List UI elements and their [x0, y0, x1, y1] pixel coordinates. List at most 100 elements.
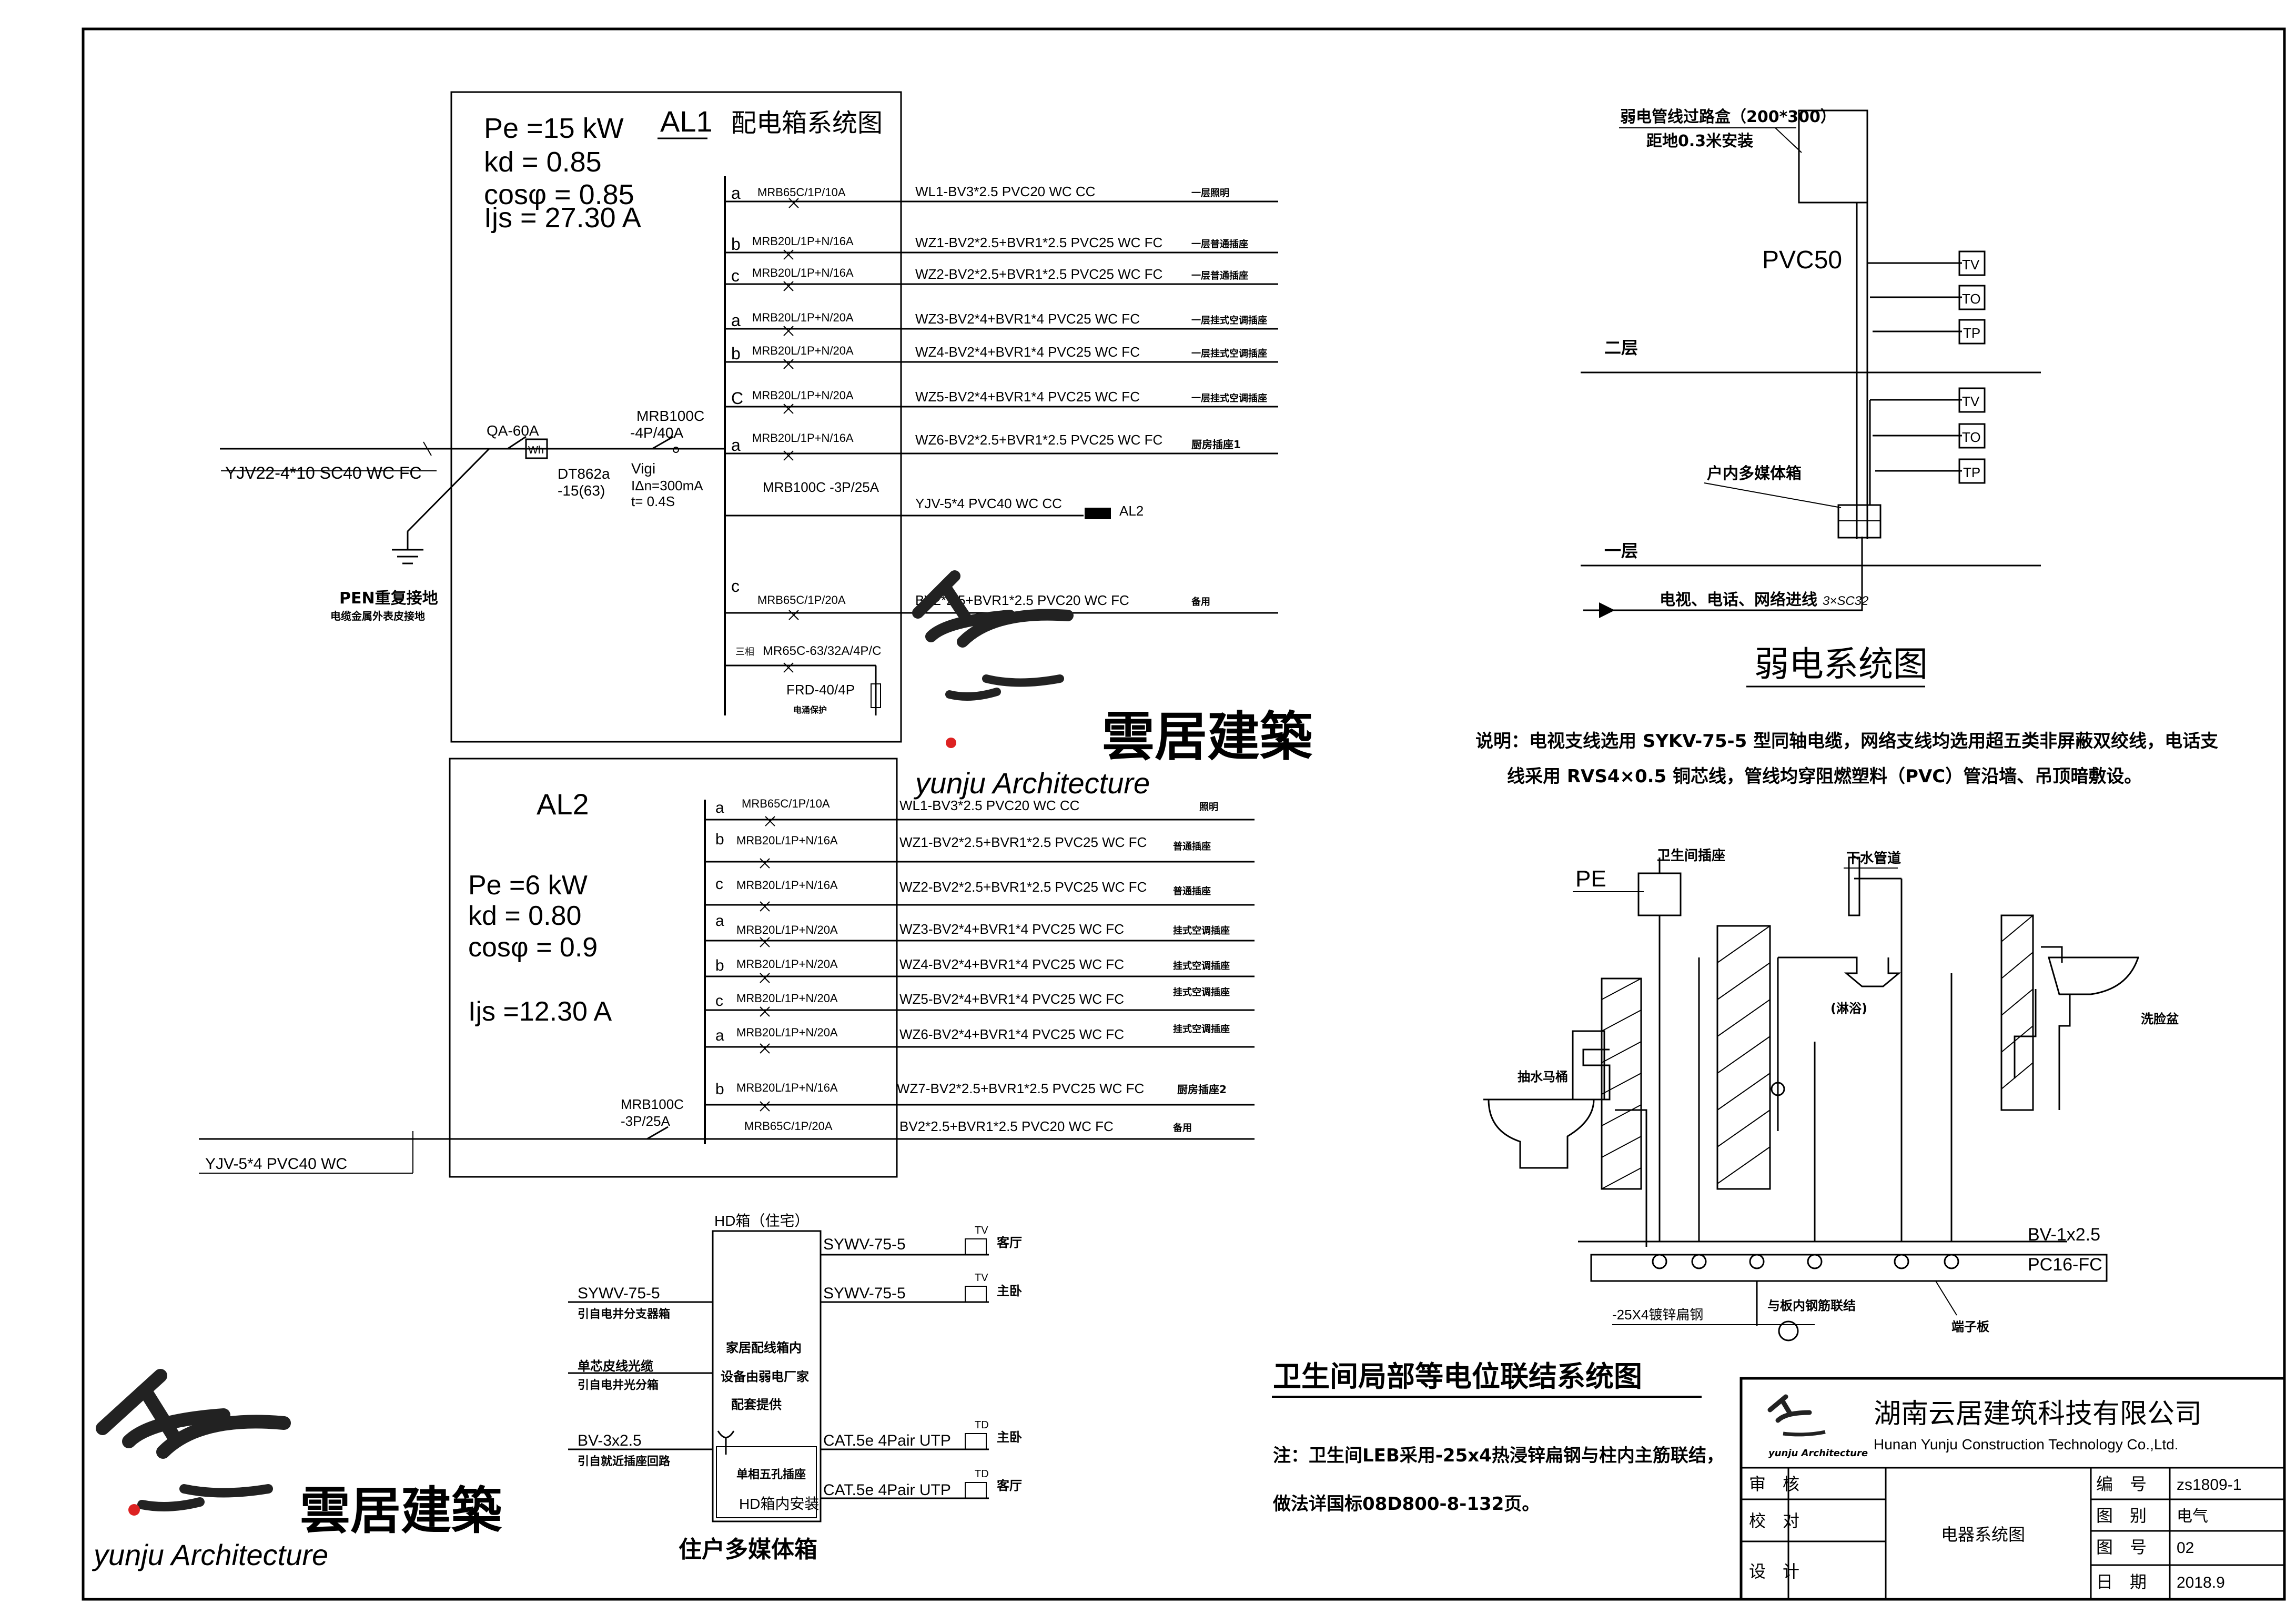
circuit-use: 一层挂式空调插座	[1191, 392, 1267, 404]
field-value: zs1809-1	[2177, 1476, 2241, 1494]
circuit-use: 普通插座	[1173, 885, 1211, 897]
al1-param: Ijs = 27.30 A	[484, 202, 641, 234]
media-output-row: CAT.5e 4Pair UTP TD 主卧	[821, 1419, 1022, 1450]
media-input-desc: 引自就近插座回路	[578, 1455, 671, 1468]
logo-brand-cn: 雲居建築	[300, 1481, 502, 1540]
media-output-room: 主卧	[997, 1284, 1022, 1298]
logo-brand-cn: 雲居建築	[1102, 706, 1313, 768]
bath-toilet: 抽水马桶	[1518, 1070, 1568, 1084]
logo-brand-en: yunju Architecture	[92, 1538, 328, 1571]
company-name-en: Hunan Yunju Construction Technology Co.,…	[1874, 1436, 2179, 1452]
field-label: 编 号	[2096, 1475, 2147, 1494]
field-label: 日 期	[2096, 1572, 2147, 1591]
circuit-breaker: MRB65C/1P/10A	[742, 797, 830, 810]
role-label: 设 计	[1749, 1562, 1799, 1581]
al2-circuit-row: c MRB20L/1P+N/16A WZ2-BV2*2.5+BVR1*2.5 P…	[705, 875, 1255, 906]
circuit-phase: c	[731, 577, 740, 596]
circuit-phase: c	[715, 875, 723, 893]
circuit-use: 备用	[1172, 1122, 1192, 1134]
circuit-cable: WZ5-BV2*4+BVR1*4 PVC25 WC FC	[899, 991, 1124, 1007]
circuit-cable: WZ4-BV2*4+BVR1*4 PVC25 WC FC	[899, 956, 1124, 972]
bath-pipe: PC16-FC	[2028, 1255, 2102, 1275]
al2-title: AL2	[537, 788, 589, 821]
media-output-type: TD	[975, 1468, 989, 1480]
toilet-shape	[1483, 1048, 1611, 1169]
media-output-row: SYWV-75-5 TV 客厅	[821, 1225, 1022, 1256]
al2-box	[449, 758, 898, 1178]
media-output-room: 客厅	[997, 1235, 1022, 1250]
bathroom-bonding-diagram: PE 卫生间插座 下水管道 抽水马桶 (淋浴)	[1272, 848, 2179, 1515]
weak-media-box-label: 户内多媒体箱	[1707, 465, 1802, 483]
hd-box-text: 设备由弱电厂家	[721, 1369, 809, 1384]
al1-param: cosφ = 0.85	[484, 179, 634, 210]
weak-current-diagram: 弱电管线过路盒（200*300） 距地0.3米安装 PVC50 二层 一层 TV…	[1475, 108, 2218, 787]
circuit-phase: a	[715, 799, 724, 816]
al1-rcd-line: MRB100C	[636, 408, 704, 424]
al1-meter-range: -15(63)	[558, 482, 605, 499]
circuit-cable: WZ1-BV2*2.5+BVR1*2.5 PVC25 WC FC	[915, 235, 1162, 250]
weak-box-label: 距地0.3米安装	[1646, 132, 1753, 150]
media-output-row: SYWV-75-5 TV 主卧	[821, 1272, 1022, 1303]
hd-box-top: HD箱（住宅）	[714, 1213, 809, 1229]
circuit-use: AL2	[1119, 503, 1144, 519]
circuit-phase: c	[731, 266, 740, 285]
al2-circuit-row: a MRB20L/1P+N/20A WZ3-BV2*4+BVR1*4 PVC25…	[705, 912, 1255, 942]
al1-param: kd = 0.85	[484, 146, 602, 178]
al1-rcd-line: t= 0.4S	[631, 493, 675, 509]
weak-outlet: TP	[1963, 465, 1980, 480]
al1-circuit-row: c MRB65C/1P/20A BV2*2.5+BVR1*2.5 PVC20 W…	[725, 577, 1278, 614]
bath-note: 注：卫生间LEB采用-25x4热浸锌扁钢与柱内主筋联结，	[1273, 1445, 1724, 1466]
circuit-breaker: MRB20L/1P+N/16A	[752, 431, 854, 445]
circuit-breaker: MRB65C/1P/10A	[757, 186, 846, 199]
bath-shower: (淋浴)	[1830, 1001, 1867, 1016]
al2-param: kd = 0.80	[468, 901, 581, 931]
media-output-cable: SYWV-75-5	[823, 1285, 906, 1302]
al2-param: Pe =6 kW	[468, 870, 588, 901]
bonding-bar	[1590, 1254, 2108, 1282]
circuit-breaker: MRB20L/1P+N/20A	[736, 957, 838, 971]
circuit-phase: b	[731, 344, 741, 363]
circuit-breaker: MRB20L/1P+N/20A	[736, 992, 838, 1005]
bath-wall	[1601, 914, 2034, 1190]
media-input-spec: 单芯皮线光缆	[578, 1359, 653, 1374]
circuit-breaker: MRB65C/1P/20A	[744, 1119, 833, 1133]
circuit-cable: WZ2-BV2*2.5+BVR1*2.5 PVC25 WC FC	[899, 879, 1147, 895]
circuit-use: 普通插座	[1173, 841, 1211, 852]
circuit-phase: a	[731, 436, 741, 455]
field-label: 图 别	[2096, 1506, 2147, 1525]
al1-circuit-row: C MRB20L/1P+N/20A WZ5-BV2*4+BVR1*4 PVC25…	[725, 389, 1278, 408]
al2-circuit-row: a MRB20L/1P+N/20A WZ6-BV2*4+BVR1*4 PVC25…	[705, 1023, 1255, 1048]
al1-circuit-row: b MRB20L/1P+N/20A WZ4-BV2*4+BVR1*4 PVC25…	[725, 344, 1278, 363]
company-name-cn: 湖南云居建筑科技有限公司	[1874, 1399, 2202, 1429]
circuit-phase: a	[731, 311, 741, 330]
media-output-cable: CAT.5e 4Pair UTP	[823, 1481, 951, 1499]
circuit-phase: b	[715, 831, 724, 848]
bath-basin: 洗脸盆	[2141, 1012, 2179, 1026]
circuit-phase: b	[731, 235, 741, 254]
al1-ground-label: PEN重复接地	[339, 589, 438, 608]
sheet-border	[82, 27, 2286, 1601]
weak-note: 线采用 RVS4×0.5 铜芯线，管线均穿阻燃塑料（PVC）管沿墙、吊顶暗敷设。	[1507, 766, 2142, 787]
junction-box	[1798, 109, 1868, 204]
al2-circuit-row: b MRB20L/1P+N/20A WZ4-BV2*4+BVR1*4 PVC25…	[705, 956, 1255, 977]
circuit-use: 挂式空调插座	[1173, 1023, 1230, 1035]
bath-note: 做法详国标08D800-8-132页。	[1272, 1494, 1540, 1515]
bath-wire: BV-1x2.5	[2028, 1225, 2100, 1245]
circuit-use: 挂式空调插座	[1173, 960, 1230, 972]
media-output-type: TV	[975, 1225, 988, 1236]
al2-param: Ijs =12.30 A	[468, 996, 612, 1027]
circuit-use: 挂式空调插座	[1173, 925, 1230, 936]
role-label: 审 核	[1749, 1475, 1799, 1494]
logo-watermark-left: 雲居建築 yunju Architecture	[92, 1369, 502, 1571]
al1-rcd-line: -4P/40A	[630, 425, 683, 441]
media-input-spec: SYWV-75-5	[578, 1285, 660, 1302]
al1-param: Pe =15 kW	[484, 113, 624, 144]
circuit-cable: WZ3-BV2*4+BVR1*4 PVC25 WC FC	[915, 311, 1140, 327]
hd-box-text: 配套提供	[731, 1397, 782, 1412]
weak-floor1: 一层	[1604, 541, 1638, 561]
circuit-cable: WL1-BV3*2.5 PVC20 WC CC	[915, 184, 1095, 199]
media-title: 住户多媒体箱	[679, 1536, 817, 1563]
weak-title: 弱电系统图	[1754, 644, 1928, 683]
bath-rebar: 与板内钢筋联结	[1767, 1298, 1856, 1313]
